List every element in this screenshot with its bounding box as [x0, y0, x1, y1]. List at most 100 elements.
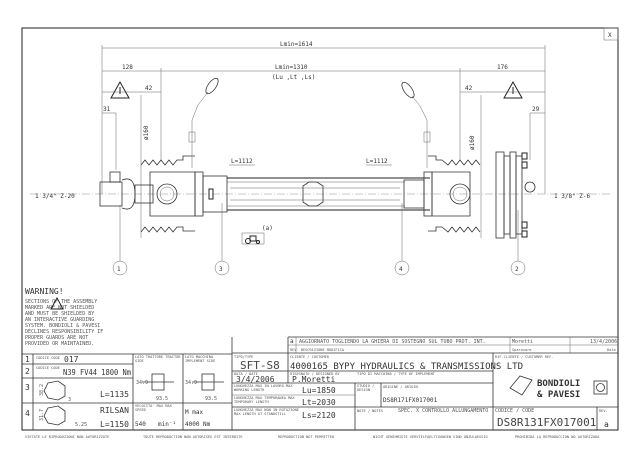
- tube-left-label: L=1112: [231, 158, 253, 165]
- svg-text:Moretti: Moretti: [512, 339, 533, 345]
- detail-a-label: (a): [262, 225, 273, 232]
- dim-128: 128: [122, 64, 133, 71]
- svg-text:1: 1: [25, 355, 30, 364]
- svg-text:DATA / DATE: DATA / DATE: [234, 372, 258, 376]
- svg-text:3: 3: [25, 383, 30, 392]
- company-logo: BONDIOLI & PAVESI: [509, 375, 608, 400]
- svg-text:4000165 BYPY HYDRAULICS & TR: 4000165 BYPY HYDRAULICS & TRANSMISSIONS …: [290, 362, 523, 372]
- balloon-3-label: 3: [219, 266, 223, 273]
- svg-text:SECTIONS OF THE ASSEMBLY: SECTIONS OF THE ASSEMBLY: [25, 299, 97, 305]
- svg-text:& PAVESI: & PAVESI: [537, 390, 580, 400]
- svg-text:Lu=1850: Lu=1850: [302, 386, 336, 395]
- svg-text:540: 540: [135, 421, 146, 428]
- dim-min-label: Lmin=1310: [275, 64, 308, 71]
- balloon-3: [214, 260, 230, 276]
- svg-text:RIF.CLIENTE / CUSTOMER REF.: RIF.CLIENTE / CUSTOMER REF.: [495, 355, 553, 359]
- warning-note: WARNING! SECTIONS OF THE ASSEMBLY MARKED…: [25, 287, 103, 347]
- dim-min-sub: (Lu ,Lt ,Ls): [272, 74, 315, 81]
- tractor-icon: [241, 232, 265, 245]
- tractor-side-yoke: [99, 171, 204, 217]
- dim-right-42: 42: [465, 85, 473, 92]
- svg-text:DECLINES RESPONSIBILITY IF: DECLINES RESPONSIBILITY IF: [25, 329, 103, 335]
- svg-text:DS8R131FX017001: DS8R131FX017001: [497, 416, 596, 429]
- svg-text:Data: Data: [607, 348, 616, 352]
- lu-label: LUNGHEZZA MAX IN LAVORO MAX WORKING LENG…: [234, 384, 293, 392]
- left-shield-bottom: [140, 226, 195, 233]
- svg-text:L=1135: L=1135: [100, 390, 129, 399]
- dim-total-label: Lmin=1614: [280, 41, 313, 48]
- title-block-grid: [22, 336, 618, 430]
- svg-text:SPEC. X CONTROLLO ALLUNGAMENTO: SPEC. X CONTROLLO ALLUNGAMENTO: [398, 408, 488, 414]
- dia-right: ø160: [469, 135, 476, 150]
- balloon-1-label: 1: [117, 266, 121, 273]
- svg-text:5.25: 5.25: [75, 422, 87, 428]
- ls-label: LUNGHEZZA MAX NON IN ROTAZIONE MAX LENGT…: [234, 408, 299, 416]
- svg-text:TOUTE REPRODUCTION NON AUTORIS: TOUTE REPRODUCTION NON AUTORISEE EST INT…: [143, 435, 243, 439]
- svg-text:N39 FV44 1800 Nm: N39 FV44 1800 Nm: [63, 368, 131, 377]
- svg-text:PROVIDED OR MAINTAINED.: PROVIDED OR MAINTAINED.: [25, 341, 94, 347]
- svg-text:VIETATE LE RIPRODUZIONI NON AU: VIETATE LE RIPRODUZIONI NON AUTORIZZATE: [25, 435, 109, 439]
- svg-text:TIPO DI MACCHINA / TYPE OF IMP: TIPO DI MACCHINA / TYPE OF IMPLEMENT: [357, 372, 436, 376]
- svg-text:a: a: [604, 420, 609, 429]
- left-shield-top: [140, 155, 195, 166]
- svg-text:Sparavore: Sparavore: [512, 348, 531, 352]
- balloon-4: [394, 260, 410, 276]
- svg-text:017: 017: [64, 355, 79, 364]
- lt-label: LUNGHEZZA MAX TEMPORANEA MAX TEMPORARY L…: [234, 396, 295, 404]
- svg-text:13/4/2006: 13/4/2006: [590, 339, 617, 345]
- dim-29: 29: [532, 106, 540, 113]
- profile-shape: [43, 405, 66, 426]
- svg-text:AND MUST BE SHIELDED BY: AND MUST BE SHIELDED BY: [25, 311, 94, 317]
- shaft-left-label: 1 3/4" Z-20: [35, 193, 75, 200]
- svg-text:DS8R171FX017001: DS8R171FX017001: [383, 397, 438, 404]
- warning-icon: [110, 80, 130, 99]
- svg-text:PROPER GUARDS ARE NOT: PROPER GUARDS ARE NOT: [25, 335, 88, 341]
- svg-text:4000 Nm: 4000 Nm: [185, 421, 211, 428]
- balloon-2: [510, 260, 526, 276]
- svg-text:ORIGINE / ORIGIN: ORIGINE / ORIGIN: [383, 385, 418, 389]
- speed-label: VELOCITA' MAX MAX SPEED: [135, 404, 172, 412]
- tube-right-label: L=1112: [366, 158, 388, 165]
- svg-text:CODICE CODE: CODICE CODE: [36, 356, 60, 360]
- svg-text:3/4/2006: 3/4/2006: [236, 375, 275, 384]
- svg-text:CODICE / CODE: CODICE / CODE: [495, 408, 534, 414]
- svg-text:BONDIOLI: BONDIOLI: [537, 379, 580, 389]
- footer-notices: VIETATE LE RIPRODUZIONI NON AUTORIZZATE …: [25, 435, 600, 439]
- svg-text:Ls=2120: Ls=2120: [302, 411, 336, 420]
- svg-text:SFT-S8: SFT-S8: [240, 359, 280, 372]
- svg-text:34.9: 34.9: [185, 380, 197, 386]
- svg-text:4: 4: [25, 409, 30, 418]
- svg-text:DISEGNATO / DESIGNED BY: DISEGNATO / DESIGNED BY: [290, 372, 341, 376]
- warning-icon: [50, 296, 64, 310]
- svg-text:REV.: REV.: [599, 409, 608, 413]
- svg-text:P.Moretti: P.Moretti: [292, 375, 336, 384]
- svg-text:REPRODUCTION NOT PERMITTED: REPRODUCTION NOT PERMITTED: [278, 435, 334, 439]
- svg-text:L=1150: L=1150: [100, 420, 129, 429]
- svg-text:NICHT GENEHMIGTE VERVIELFAELTI: NICHT GENEHMIGTE VERVIELFAELTIGUNGEN SIN…: [373, 435, 488, 439]
- safety-chain-right: [401, 81, 431, 168]
- title-block: a AGGIORNATO TOGLIENDO LA GHIERA DI SOST…: [234, 338, 617, 429]
- svg-text:AGGIORNATO TOGLIENDO LA GHIERA: AGGIORNATO TOGLIENDO LA GHIERA DI SOSTEG…: [299, 339, 486, 345]
- tube-assembly: [202, 175, 430, 213]
- safety-chain-left: [188, 77, 219, 168]
- svg-text:M max: M max: [185, 409, 203, 416]
- dia-left: ø160: [143, 125, 150, 140]
- svg-text:93.5: 93.5: [205, 396, 217, 402]
- drawing-frame: [21, 27, 619, 431]
- svg-text:93.5: 93.5: [156, 396, 168, 402]
- warning-title: WARNING!: [25, 287, 64, 296]
- friction-clutch: [495, 151, 536, 239]
- corner-box: [603, 27, 619, 41]
- svg-text:2: 2: [25, 367, 30, 376]
- svg-text:CODICE CODE: CODICE CODE: [36, 366, 60, 370]
- svg-text:31.7: 31.7: [39, 409, 45, 421]
- svg-text:RILSAN: RILSAN: [100, 406, 129, 415]
- right-shield-bottom: [428, 226, 481, 233]
- balloon-4-label: 4: [399, 266, 403, 273]
- dimensions: Lmin=1614 Lmin=1310 (Lu ,Lt ,Ls) 128 176…: [101, 41, 546, 238]
- parts-list: 1 CODICE CODE 017 2 CODICE CODE N39 FV44…: [25, 355, 131, 429]
- svg-text:AN INTERACTIVE GUARDING: AN INTERACTIVE GUARDING: [25, 317, 94, 323]
- dim-176: 176: [497, 64, 508, 71]
- svg-text:34.9: 34.9: [136, 380, 148, 386]
- tractor-side-label: LATO TRATTORE TRACTOR SIDE: [135, 355, 181, 363]
